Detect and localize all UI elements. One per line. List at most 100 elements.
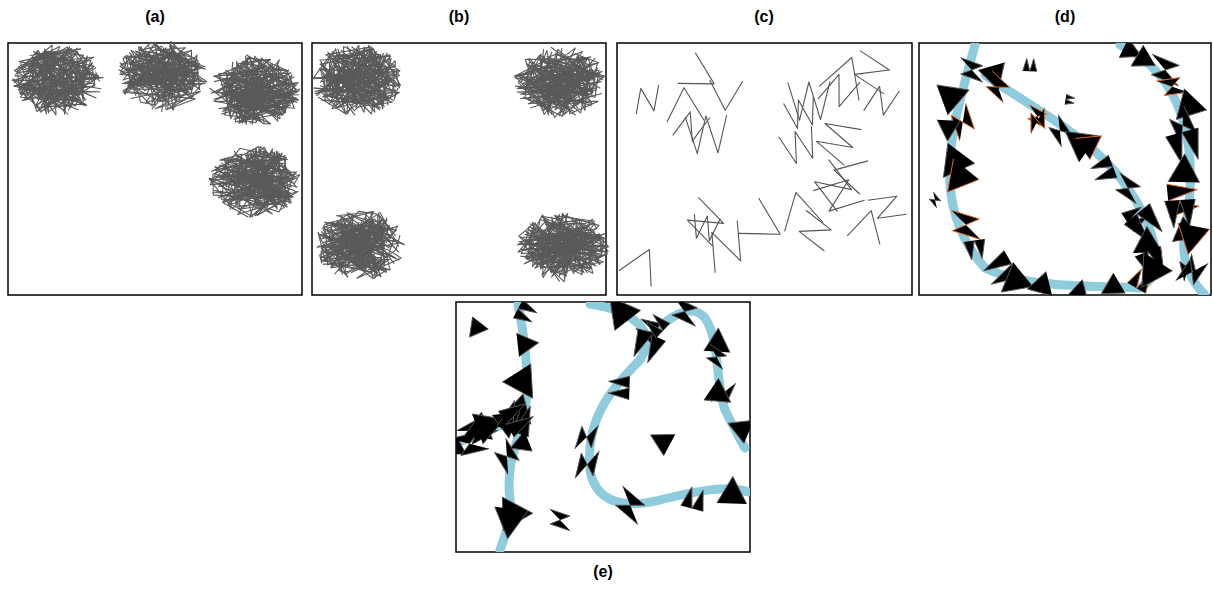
polymer-chain — [1001, 262, 1033, 292]
polymer-chain — [673, 112, 710, 141]
polymer-chain — [788, 82, 830, 121]
polymer-chain — [608, 376, 630, 399]
polymer-chain — [133, 48, 180, 100]
polymer-chain — [1049, 115, 1071, 147]
polymer-chain — [234, 58, 295, 124]
polymer-chain — [704, 378, 731, 402]
polymer-chain — [1101, 273, 1125, 294]
panel-label: (a) — [143, 8, 167, 26]
polymer-chain — [937, 120, 960, 141]
polymer-chain — [495, 438, 520, 474]
polymer-chain — [550, 509, 570, 531]
polymer-chain — [1142, 253, 1173, 288]
polymer-chain — [526, 224, 569, 281]
polymer-chain — [151, 51, 196, 101]
polymer-chain — [230, 78, 291, 120]
polymer-chain — [667, 88, 704, 122]
polymer-chain — [728, 420, 750, 443]
polymer-chain — [513, 302, 537, 322]
polymer-chain — [33, 47, 94, 114]
polymer-chain — [710, 80, 743, 110]
polymer-chain — [1027, 272, 1052, 295]
polymer-chain — [222, 76, 294, 120]
polymer-chain — [619, 250, 651, 287]
polymer-chain — [125, 65, 179, 102]
polymer-chain — [681, 487, 703, 512]
fiber-strand — [950, 45, 1205, 295]
panel-label: (e) — [591, 563, 615, 581]
polymer-chain — [855, 51, 890, 94]
polymer-chain — [834, 161, 868, 194]
polymer-chain — [529, 51, 592, 105]
polymer-chain — [785, 192, 823, 231]
polymer-chain — [817, 124, 862, 166]
polymer-chain — [1065, 94, 1075, 104]
polymer-chain — [575, 425, 598, 448]
polymer-chain — [813, 180, 864, 211]
polymer-chain — [616, 486, 645, 524]
polymer-chain — [707, 344, 727, 369]
polymer-chain — [986, 71, 1010, 102]
polymer-chain — [528, 58, 574, 103]
polymer-chain — [951, 210, 980, 239]
polymer-chain — [717, 477, 747, 504]
polymer-chain — [1060, 280, 1090, 295]
polymer-chain — [738, 198, 780, 234]
panel-label: (b) — [447, 8, 471, 26]
panel-frame — [919, 43, 1211, 295]
polymer-chain — [634, 329, 666, 363]
polymer-chain — [610, 302, 641, 330]
polymer-chain — [784, 96, 814, 128]
polymer-chain — [470, 317, 489, 337]
polymer-chain — [323, 228, 393, 266]
polymer-chains — [12, 41, 906, 286]
fiber-strand — [458, 304, 748, 550]
polymer-chain — [584, 226, 608, 261]
polymer-chain — [672, 302, 698, 326]
polymer-chain — [1091, 155, 1118, 180]
polymer-chain — [524, 228, 596, 266]
polymer-chain — [678, 53, 714, 84]
polymer-chain — [543, 64, 604, 110]
polymer-chain — [158, 57, 198, 100]
polymer-chain — [1131, 45, 1155, 66]
polymer-chain — [502, 364, 532, 398]
polymer-chain — [245, 150, 289, 201]
panel-frame — [617, 43, 912, 295]
polymer-chain — [929, 192, 940, 208]
polymer-chain — [498, 404, 533, 438]
polymer-chain — [575, 451, 599, 478]
polymer-chain — [1176, 89, 1206, 120]
network-panel — [929, 43, 1209, 295]
polymer-chain — [540, 230, 606, 270]
polymer-chain — [636, 85, 658, 114]
polymer-chain — [651, 435, 676, 456]
polymer-chain — [1075, 136, 1101, 160]
polymer-chain — [525, 226, 571, 278]
polymer-chain — [937, 85, 969, 115]
polymer-chain — [948, 159, 980, 192]
polymer-chain — [1176, 259, 1208, 285]
polymer-chain — [1168, 154, 1199, 183]
polymer-chain — [1178, 223, 1209, 254]
polymer-chain — [646, 315, 670, 339]
polymer-chain — [320, 53, 384, 114]
panel-label: (c) — [752, 8, 776, 26]
network-panel — [456, 302, 750, 550]
polymer-chain — [1031, 108, 1045, 134]
polymer-chain — [517, 333, 539, 356]
polymer-chain — [868, 196, 907, 218]
polymer-chain — [319, 56, 386, 108]
panel-label: (d) — [1053, 8, 1077, 26]
polymer-chain — [314, 67, 385, 104]
polymer-chain — [819, 58, 859, 101]
polymer-chain — [1023, 59, 1037, 72]
polymer-chain — [131, 50, 183, 99]
polymer-chain — [495, 507, 528, 539]
polymer-chain — [847, 211, 880, 245]
polymer-chain — [1116, 173, 1141, 204]
polymer-chain — [779, 126, 813, 163]
panel-frame — [312, 43, 606, 295]
polymer-chain — [964, 239, 985, 260]
